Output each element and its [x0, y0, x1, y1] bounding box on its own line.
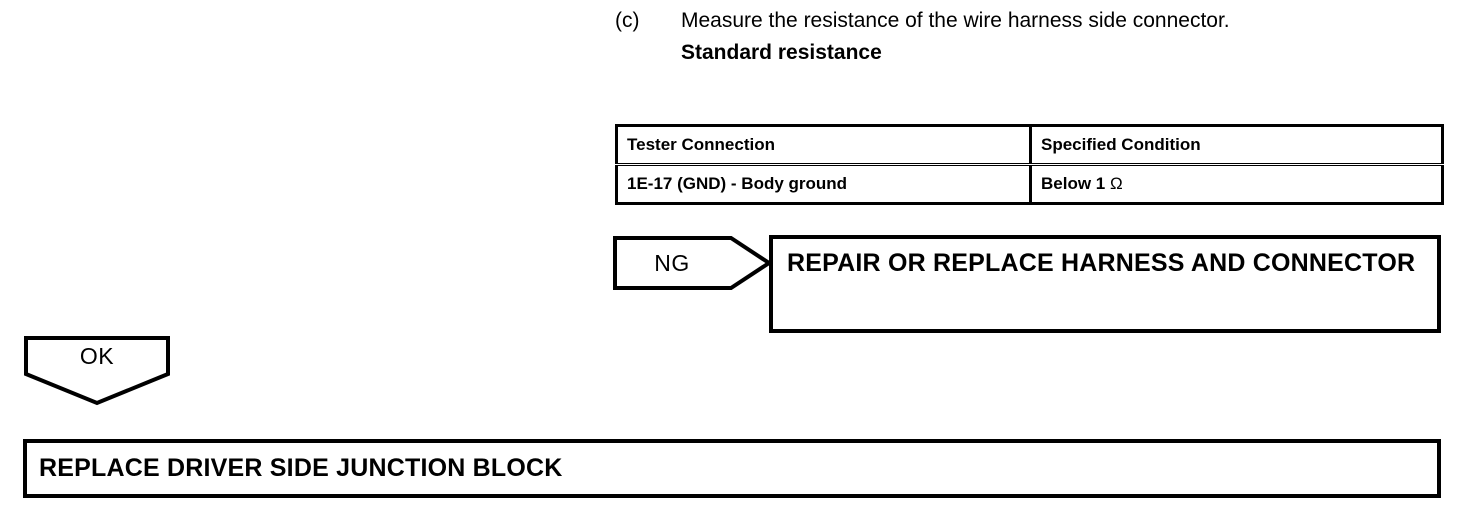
step-body: Measure the resistance of the wire harne… — [681, 6, 1375, 68]
spec-table-element: Tester Connection Specified Condition 1E… — [615, 124, 1444, 205]
step-instruction-text: Measure the resistance of the wire harne… — [681, 9, 1230, 32]
cell-tester-connection: 1E-17 (GND) - Body ground — [615, 164, 1032, 205]
cell-specified-condition: Below 1 Ω — [1029, 164, 1444, 205]
step-marker: (c) — [615, 9, 640, 32]
procedure-step: (c) Measure the resistance of the wire h… — [615, 6, 1375, 68]
ok-marker-label: OK — [79, 342, 115, 369]
ng-result-box: REPAIR OR REPLACE HARNESS AND CONNECTOR — [769, 235, 1441, 333]
ok-branch-marker: OK — [24, 336, 170, 406]
ohm-symbol: Ω — [1109, 174, 1123, 193]
ng-result-text: REPAIR OR REPLACE HARNESS AND CONNECTOR — [787, 249, 1416, 277]
step-subheading: Standard resistance — [681, 41, 882, 64]
ng-branch-marker: NG — [613, 236, 771, 290]
ng-marker-label: NG — [654, 249, 690, 276]
column-header-specified-condition: Specified Condition — [1029, 124, 1444, 166]
column-header-tester-connection: Tester Connection — [615, 124, 1032, 166]
table-row: 1E-17 (GND) - Body ground Below 1 Ω — [615, 164, 1444, 205]
final-result-box: REPLACE DRIVER SIDE JUNCTION BLOCK — [23, 439, 1441, 498]
table-header-row: Tester Connection Specified Condition — [615, 124, 1444, 166]
ok-arrow-shape — [24, 336, 170, 406]
final-result-text: REPLACE DRIVER SIDE JUNCTION BLOCK — [39, 454, 563, 482]
specified-condition-value: Below 1 — [1041, 174, 1106, 193]
standard-resistance-table: Tester Connection Specified Condition 1E… — [615, 124, 1444, 205]
ng-arrow-shape — [613, 236, 771, 290]
